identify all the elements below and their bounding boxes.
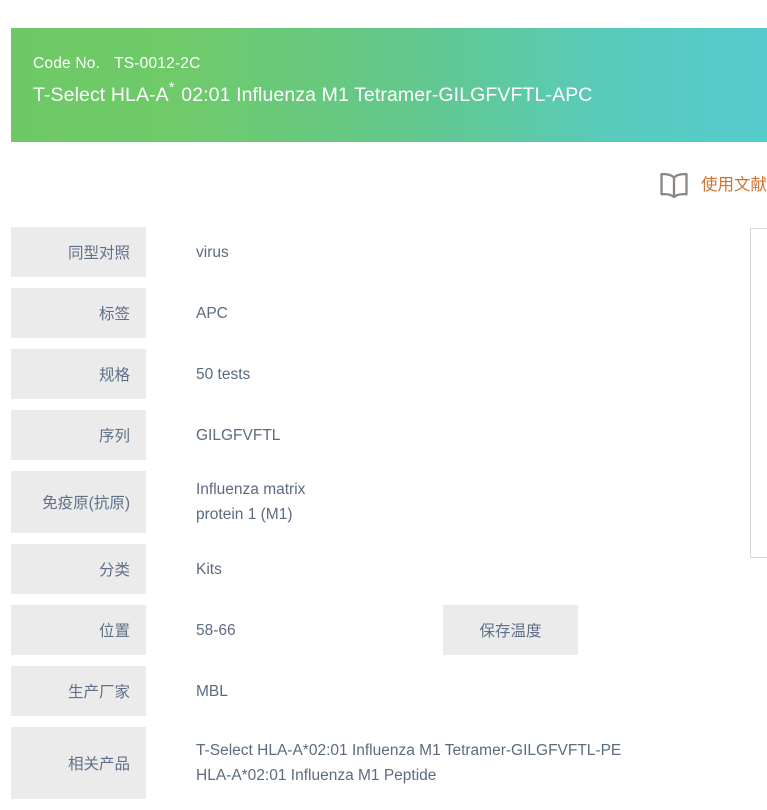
spec-value-line: APC [196, 304, 228, 322]
spec-label: 分类 [11, 544, 146, 594]
spec-label: 同型对照 [11, 227, 146, 277]
product-code-line: Code No. TS-0012-2C [33, 54, 767, 74]
spec-value-line: GILGFVFTL [196, 426, 281, 444]
spec-label: 序列 [11, 410, 146, 460]
related-product-link[interactable]: T-Select HLA-A*02:01 Influenza M1 Tetram… [196, 742, 622, 759]
table-row: 规格 50 tests [11, 349, 767, 399]
spec-value: GILGFVFTL [146, 410, 767, 460]
spec-label: 标签 [11, 288, 146, 338]
table-row: 免疫原(抗原) Influenza matrix protein 1 (M1) [11, 471, 767, 533]
table-row: 生产厂家 MBL [11, 666, 767, 716]
spec-value-line: 58-66 [196, 621, 236, 639]
reference-link[interactable]: 使用文献 [657, 170, 767, 200]
table-row: 标签 APC [11, 288, 767, 338]
side-panel [750, 228, 767, 558]
product-title: T-Select HLA-A* 02:01 Influenza M1 Tetra… [33, 78, 767, 109]
spec-value-line: 50 tests [196, 365, 251, 383]
spec-value-line: Influenza matrix [196, 481, 306, 498]
product-code-value: TS-0012-2C [114, 55, 201, 72]
open-book-icon [657, 170, 691, 200]
spec-label: 生产厂家 [11, 666, 146, 716]
spec-value: 50 tests [146, 349, 767, 399]
product-code-label: Code No. [33, 55, 101, 72]
spec-value-line: MBL [196, 682, 228, 700]
spec-value: T-Select HLA-A*02:01 Influenza M1 Tetram… [146, 727, 767, 799]
spec-label-storage-temperature: 保存温度 [443, 605, 578, 655]
product-header-banner: Code No. TS-0012-2C T-Select HLA-A* 02:01… [11, 28, 767, 142]
spec-label: 规格 [11, 349, 146, 399]
spec-value: 58-66 [146, 605, 767, 655]
related-product-link[interactable]: HLA-A*02:01 Influenza M1 Peptide [196, 767, 437, 784]
spec-value: APC [146, 288, 767, 338]
table-row: 同型对照 virus [11, 227, 767, 277]
product-title-part1: T-Select HLA-A [33, 84, 169, 106]
spec-value: Kits [146, 544, 767, 594]
reference-link-label: 使用文献 [701, 176, 767, 194]
spec-value: virus [146, 227, 767, 277]
product-title-asterisk: * [168, 78, 175, 96]
product-title-part2: 02:01 Influenza M1 Tetramer-GILGFVFTL-AP… [181, 84, 593, 106]
spec-value-line: protein 1 (M1) [196, 506, 293, 523]
spec-value-line: virus [196, 243, 229, 261]
table-row: 序列 GILGFVFTL [11, 410, 767, 460]
spec-label: 免疫原(抗原) [11, 471, 146, 533]
spec-label: 相关产品 [11, 727, 146, 799]
table-row: 位置 58-66 保存温度 [11, 605, 767, 655]
spec-value: MBL [146, 666, 767, 716]
spec-value: Influenza matrix protein 1 (M1) [146, 471, 767, 533]
spec-value-line: Kits [196, 560, 222, 578]
table-row: 分类 Kits [11, 544, 767, 594]
product-spec-table: 同型对照 virus 标签 APC 规格 50 tests 序列 GILGFVF… [11, 227, 767, 810]
spec-label: 位置 [11, 605, 146, 655]
table-row: 相关产品 T-Select HLA-A*02:01 Influenza M1 T… [11, 727, 767, 799]
